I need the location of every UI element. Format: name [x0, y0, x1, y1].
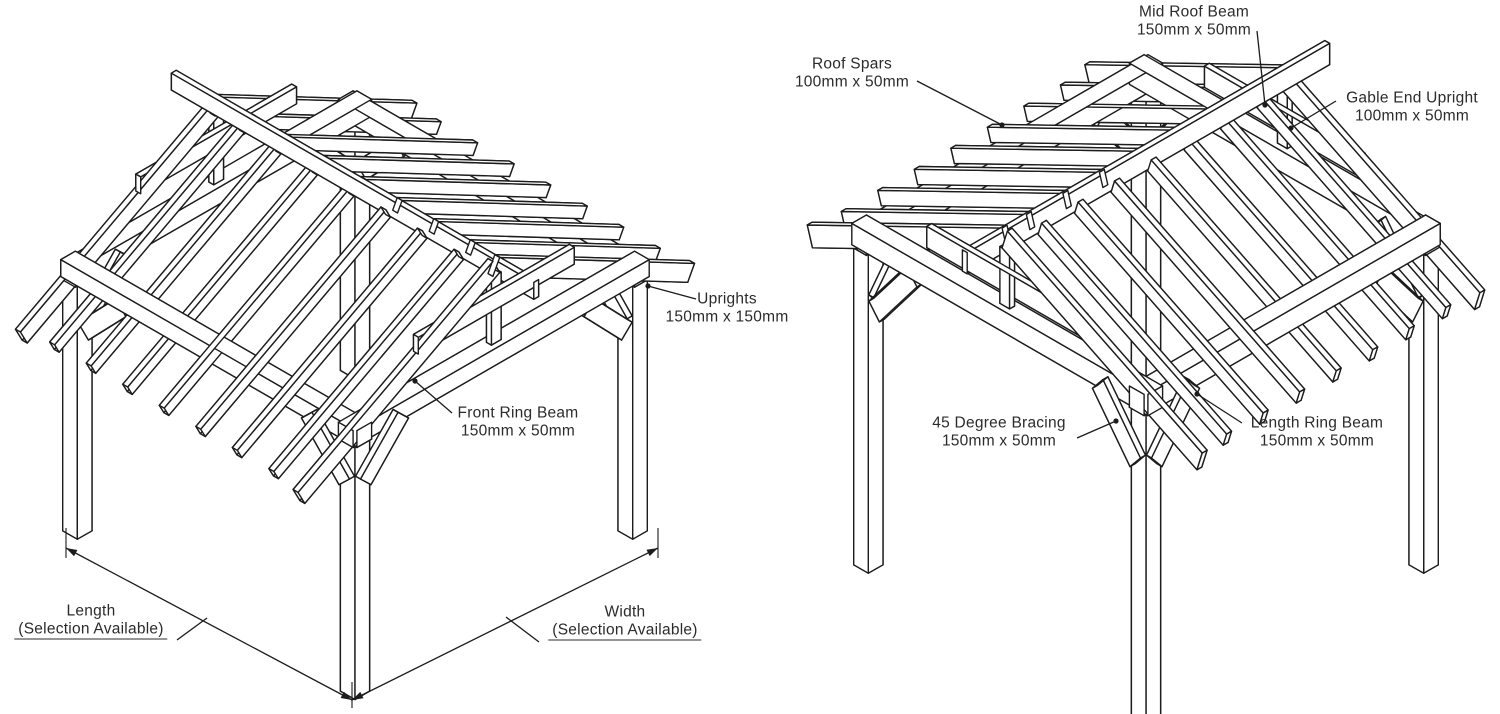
label-45-degree-bracing-size: 150mm x 50mm: [941, 432, 1057, 449]
label-front-ring-beam-name: Front Ring Beam: [457, 404, 579, 422]
dimension-label-width: Width (Selection Available): [548, 603, 702, 641]
label-roof-spars-size: 100mm x 50mm: [794, 73, 910, 90]
right-isometric-view: [806, 39, 1486, 714]
label-length-ring-beam-name: Length Ring Beam: [1250, 414, 1384, 432]
label-gable-end-upright: Gable End Upright 100mm x 50mm: [1346, 90, 1478, 125]
dimension-length-title: Length: [66, 602, 116, 620]
label-mid-roof-beam-name: Mid Roof Beam: [1138, 3, 1250, 21]
left-isometric-view: [14, 69, 696, 701]
dimension-width-note: (Selection Available): [548, 621, 702, 641]
label-front-ring-beam: Front Ring Beam 150mm x 50mm: [458, 405, 579, 440]
label-uprights: Uprights 150mm x 150mm: [666, 291, 789, 326]
label-length-ring-beam-size: 150mm x 50mm: [1259, 432, 1375, 449]
label-45-degree-bracing: 45 Degree Bracing 150mm x 50mm: [932, 415, 1066, 450]
label-mid-roof-beam-size: 150mm x 50mm: [1136, 21, 1252, 38]
label-length-ring-beam: Length Ring Beam 150mm x 50mm: [1251, 415, 1383, 450]
label-roof-spars: Roof Spars 100mm x 50mm: [795, 56, 909, 91]
dimension-label-length: Length (Selection Available): [14, 602, 168, 640]
dimension-width-title: Width: [604, 603, 646, 621]
label-45-degree-bracing-name: 45 Degree Bracing: [932, 414, 1066, 432]
label-uprights-name: Uprights: [697, 290, 757, 308]
label-front-ring-beam-size: 150mm x 50mm: [460, 422, 576, 439]
label-gable-end-upright-name: Gable End Upright: [1346, 89, 1478, 107]
label-mid-roof-beam: Mid Roof Beam 150mm x 50mm: [1137, 4, 1251, 39]
label-uprights-size: 150mm x 150mm: [665, 308, 789, 325]
label-roof-spars-name: Roof Spars: [811, 55, 893, 73]
dimension-length-note: (Selection Available): [14, 620, 168, 640]
label-gable-end-upright-size: 100mm x 50mm: [1354, 107, 1470, 124]
